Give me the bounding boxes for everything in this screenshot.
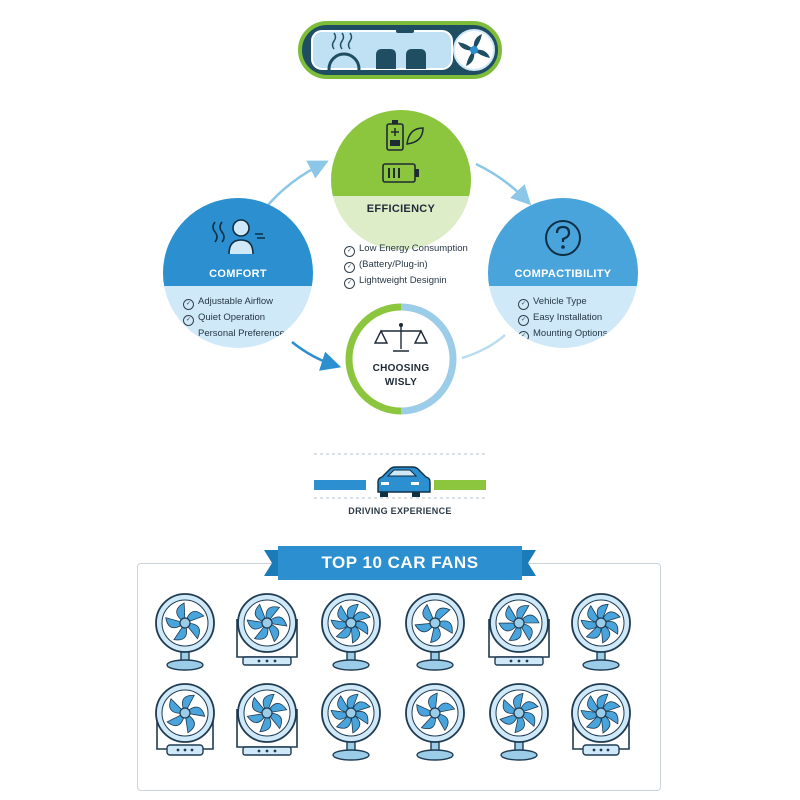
efficiency-bar-segment	[434, 480, 486, 490]
car-interior-icon	[311, 27, 495, 75]
arrow-compat-to-center	[461, 334, 506, 360]
fan-icon	[571, 683, 631, 756]
car-interior-badge	[298, 21, 502, 79]
efficiency-list: ✓Low Energy Consumption ✓(Battery/Plug-i…	[344, 241, 468, 289]
bullet-icon: ✓	[183, 331, 194, 342]
fan-icon	[571, 593, 631, 671]
bullet-icon: ✓	[344, 246, 355, 257]
choosing-ring	[345, 303, 457, 415]
fan-icon	[321, 683, 381, 761]
comfort-title: COMFORT	[209, 268, 267, 280]
top-fans-title: TOP 10 CAR FANS	[321, 553, 479, 572]
compatibility-title: COMPACTIBILITY	[514, 268, 612, 280]
list-item: ✓Quiet Operation	[183, 310, 285, 326]
top-fans-panel	[137, 563, 661, 791]
bullet-icon: ✓	[183, 315, 194, 326]
fan-icon	[236, 683, 298, 756]
efficiency-circle: EFFICIENCY	[331, 110, 471, 250]
list-item: ✓Personal Preference	[183, 326, 285, 342]
list-item: ✓Mounting Options	[518, 326, 607, 342]
choosing-wisely-label: CHOOSING WISLY	[372, 363, 430, 388]
fan-icon	[236, 593, 298, 666]
compatibility-circle: COMPACTIBILITY ✓Vehicle Type ✓Easy Insta…	[488, 198, 638, 348]
ribbon-banner	[264, 546, 536, 580]
bullet-icon: ✓	[183, 299, 194, 310]
comfort-circle: COMFORT ✓Adjustable Airflow ✓Quiet Opera…	[163, 198, 313, 348]
choosing-wisely-circle: CHOOSING WISLY	[345, 303, 457, 415]
person-airflow-icon	[212, 219, 265, 255]
car-icon	[377, 466, 431, 497]
efficiency-title: EFFICIENCY	[366, 203, 436, 215]
bullet-icon: ✓	[518, 299, 529, 310]
driving-bar	[314, 453, 486, 499]
list-item: ✓Lightweight Designin	[344, 273, 468, 289]
list-item: ✓(Battery/Plug-in)	[344, 257, 468, 273]
bullet-icon: ✓	[344, 278, 355, 289]
compatibility-list: ✓Vehicle Type ✓Easy Installation ✓Mounti…	[518, 294, 607, 342]
fan-icon	[489, 683, 549, 761]
comfort-list: ✓Adjustable Airflow ✓Quiet Operation ✓Pe…	[183, 294, 285, 342]
fan-icon	[405, 683, 465, 761]
fan-icon	[155, 593, 215, 671]
list-item: ✓Vehicle Type	[518, 294, 607, 310]
fan-icon	[405, 593, 465, 671]
list-item: ✓Low Energy Consumption	[344, 241, 468, 257]
bullet-icon: ✓	[344, 262, 355, 273]
list-item: ✓Easy Installation	[518, 310, 607, 326]
driving-experience-label: DRIVING EXPERIENCE	[348, 506, 452, 516]
fan-icon	[155, 683, 215, 756]
bullet-icon: ✓	[518, 315, 529, 326]
comfort-bar-segment	[314, 480, 366, 490]
bullet-icon: ✓	[518, 331, 529, 342]
fan-icon	[488, 593, 550, 666]
question-icon	[545, 220, 581, 256]
list-item: ✓Adjustable Airflow	[183, 294, 285, 310]
fan-icon	[321, 593, 381, 671]
battery-leaf-icon	[382, 120, 424, 183]
arrow-efficiency-to-compat	[475, 162, 532, 206]
fan-grid	[155, 593, 631, 761]
arrow-comfort-to-center	[291, 341, 342, 371]
